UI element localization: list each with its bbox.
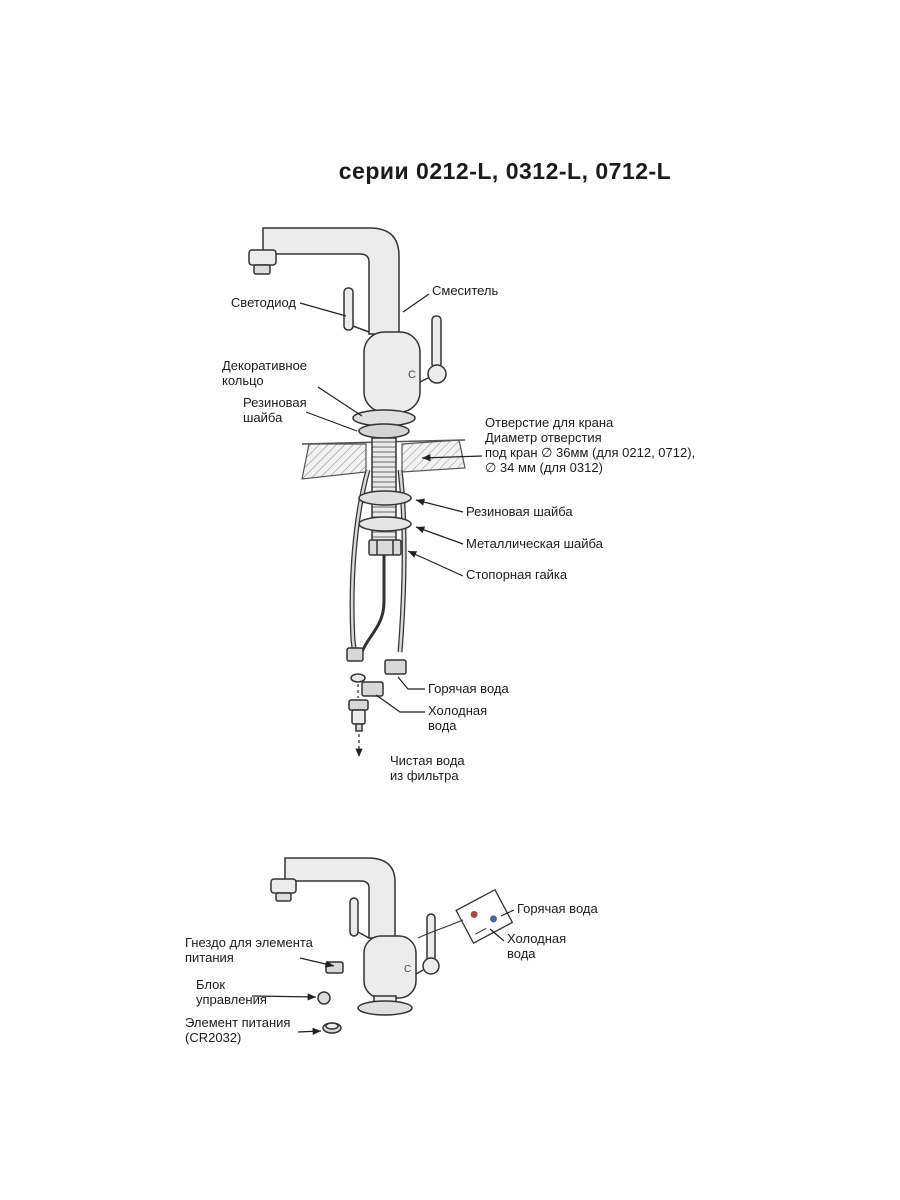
- label-svetodiod: Светодиод: [230, 295, 296, 310]
- handle-joint-2: [422, 957, 440, 975]
- label-blok-upravleniya: Блок управления: [196, 977, 267, 1007]
- faucet-aerator-2: [270, 878, 297, 894]
- battery-socket-nut: [325, 961, 344, 974]
- rubber-washer-under: [358, 490, 412, 506]
- leader-element: [297, 1027, 322, 1035]
- filter-fitting-body: [351, 709, 366, 725]
- leader-metallicheskaya: [415, 526, 464, 545]
- label-rezinovaya-shayba-1: Резиновая шайба: [243, 395, 307, 425]
- handle-link: [419, 377, 429, 383]
- faucet-base-2: [357, 1000, 413, 1016]
- rubber-washer-top: [358, 423, 410, 439]
- filter-coupling: [346, 647, 364, 662]
- leader-holodnaya-1: [375, 694, 425, 713]
- leader-goryachaya-2: [500, 909, 515, 917]
- label-element-pitaniya: Элемент питания (CR2032): [185, 1015, 291, 1045]
- label-goryachaya-voda-1: Горячая вода: [428, 681, 509, 696]
- countertop-left: [301, 443, 367, 480]
- label-otverstie: Отверстие для крана Диаметр отверстия по…: [485, 415, 696, 475]
- label-smesitel: Смеситель: [432, 283, 499, 298]
- faucet-aerator: [248, 249, 277, 266]
- leader-svetodiod: [299, 302, 347, 317]
- label-gnezdo: Гнездо для элемента питания: [185, 935, 313, 965]
- faucet-drawing-top: C: [248, 227, 466, 732]
- faucet-handle-2: [426, 913, 436, 963]
- label-holodnaya-voda-1: Холодная вода: [428, 703, 488, 733]
- faucet-nozzle-2: [275, 892, 292, 902]
- hot-water-coupling: [384, 659, 407, 675]
- small-washer: [350, 673, 366, 683]
- filter-fitting-tip: [355, 723, 363, 732]
- leader-otverstie: [421, 454, 483, 462]
- leader-blok: [251, 993, 317, 1001]
- label-dekorativnoe-kolco: Декоративное кольцо: [222, 358, 308, 388]
- lock-nut: [368, 539, 402, 556]
- faucet-drawing-bottom: C: [270, 857, 514, 1034]
- filter-fitting-top: [348, 699, 369, 711]
- label-chistaya-voda: Чистая вода из фильтра: [390, 753, 465, 783]
- label-metallicheskaya-shayba: Металлическая шайба: [466, 536, 603, 551]
- led-pin: [343, 287, 354, 331]
- metal-washer: [358, 516, 412, 532]
- control-unit: [317, 991, 331, 1005]
- hose-right-inner: [398, 469, 406, 653]
- leader-rezinovaya-1: [305, 411, 358, 432]
- leader-stopornaya: [407, 550, 464, 577]
- handle-link-2: [415, 969, 424, 975]
- leader-gnezdo: [299, 957, 335, 968]
- faucet-spout: [262, 227, 400, 335]
- faucet-handle: [431, 315, 442, 369]
- cold-water-coupling: [361, 681, 384, 697]
- svg-text:C: C: [404, 964, 411, 975]
- leader-smesitel: [402, 293, 430, 313]
- temperature-tag: [455, 888, 514, 944]
- label-goryachaya-voda-2: Горячая вода: [517, 901, 598, 916]
- faucet-spout-2: [284, 857, 396, 939]
- page-title: серии 0212-L, 0312-L, 0712-L: [338, 158, 672, 184]
- leader-rezinovaya-2: [415, 498, 464, 513]
- leader-holodnaya-2: [489, 928, 505, 942]
- led-pin-link-2: [357, 931, 370, 939]
- battery-cr2032-top: [325, 1022, 339, 1030]
- hose-left-inner: [350, 469, 370, 649]
- leader-dekorativnoe: [317, 386, 363, 417]
- faucet-nozzle: [253, 264, 271, 275]
- led-pin-2: [349, 897, 359, 937]
- leader-lines: [251, 293, 515, 1035]
- svg-text:C: C: [408, 369, 416, 381]
- label-holodnaya-voda-2: Холодная вода: [507, 931, 567, 961]
- led-pin-link: [352, 325, 370, 333]
- filter-tube: [360, 553, 386, 653]
- label-rezinovaya-shayba-2: Резиновая шайба: [466, 504, 573, 519]
- countertop-right: [401, 439, 466, 473]
- leader-goryachaya-1: [397, 676, 425, 690]
- handle-joint: [427, 364, 447, 384]
- tag-string: [417, 919, 464, 939]
- label-stopornaya-gayka: Стопорная гайка: [466, 567, 568, 582]
